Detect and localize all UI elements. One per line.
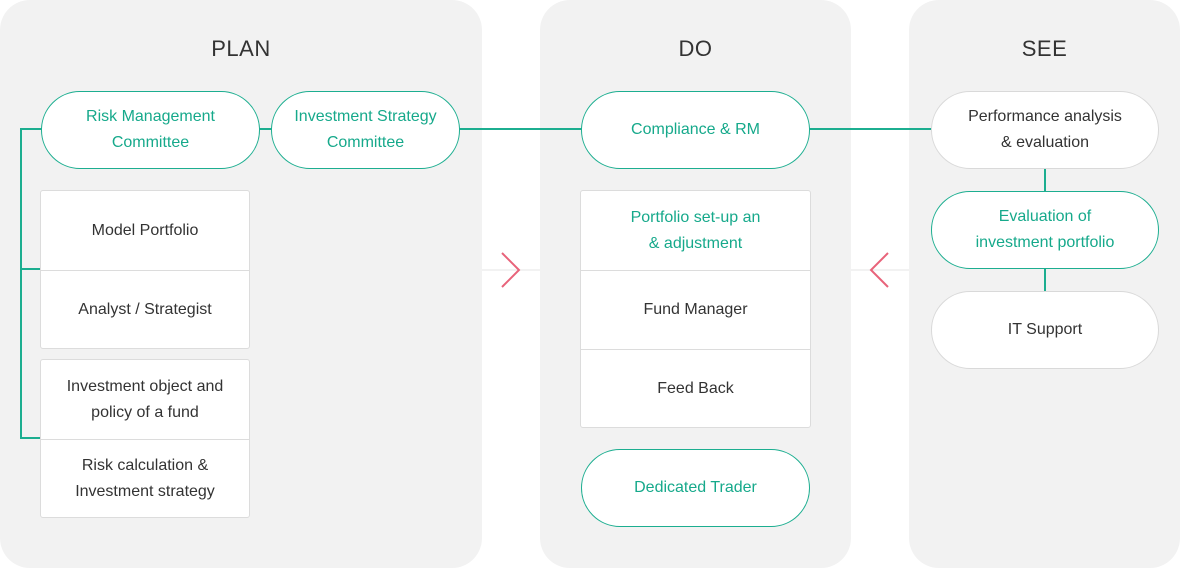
risk-calculation-label: Risk calculation & Investment strategy <box>75 456 215 500</box>
performance-label: Performance analysis & evaluation <box>968 108 1122 151</box>
analyst-strategist-cell: Analyst / Strategist <box>41 270 249 348</box>
investment-object-cell: Investment object and policy of a fund <box>41 360 249 439</box>
dedicated-trader: Dedicated Trader <box>581 449 810 527</box>
risk-calculation-cell: Risk calculation & Investment strategy <box>41 439 249 517</box>
chevron-left-icon <box>869 252 889 288</box>
portfolio-setup-label: Portfolio set-up an & adjustment <box>630 208 761 252</box>
fund-manager-cell: Fund Manager <box>581 270 810 349</box>
fund-manager-label: Fund Manager <box>643 301 748 318</box>
fund-policy-box: Investment object and policy of a fund R… <box>40 359 250 518</box>
plan-title: PLAN <box>211 36 271 61</box>
strategy-committee-label: Investment Strategy Committee <box>294 108 437 151</box>
connectors <box>20 128 1046 439</box>
model-portfolio-cell: Model Portfolio <box>41 191 249 270</box>
risk-committee-label: Risk Management Committee <box>86 108 215 151</box>
it-support-label: IT Support <box>1007 321 1083 338</box>
model-portfolio-label: Model Portfolio <box>91 221 199 239</box>
it-support: IT Support <box>931 291 1159 369</box>
risk-management-committee: Risk Management Committee <box>41 91 260 169</box>
see-title: SEE <box>1021 36 1068 61</box>
analyst-strategist-label: Analyst / Strategist <box>78 300 212 318</box>
model-portfolio-box: Model Portfolio Analyst / Strategist <box>40 190 250 349</box>
chevron-right-icon <box>501 252 521 288</box>
do-title: DO <box>678 36 713 61</box>
feed-back-cell: Feed Back <box>581 349 810 427</box>
compliance-label: Compliance & RM <box>631 121 760 138</box>
investment-object-label: Investment object and policy of a fund <box>66 377 224 421</box>
feed-back-label: Feed Back <box>657 379 734 397</box>
dedicated-trader-label: Dedicated Trader <box>634 479 757 496</box>
fund-management-box: Portfolio set-up an & adjustment Fund Ma… <box>580 190 811 428</box>
evaluation-portfolio: Evaluation of investment portfolio <box>931 191 1159 269</box>
portfolio-setup-cell: Portfolio set-up an & adjustment <box>581 191 810 270</box>
compliance-rm: Compliance & RM <box>581 91 810 169</box>
evaluation-label: Evaluation of investment portfolio <box>975 208 1115 251</box>
investment-strategy-committee: Investment Strategy Committee <box>271 91 460 169</box>
performance-analysis: Performance analysis & evaluation <box>931 91 1159 169</box>
